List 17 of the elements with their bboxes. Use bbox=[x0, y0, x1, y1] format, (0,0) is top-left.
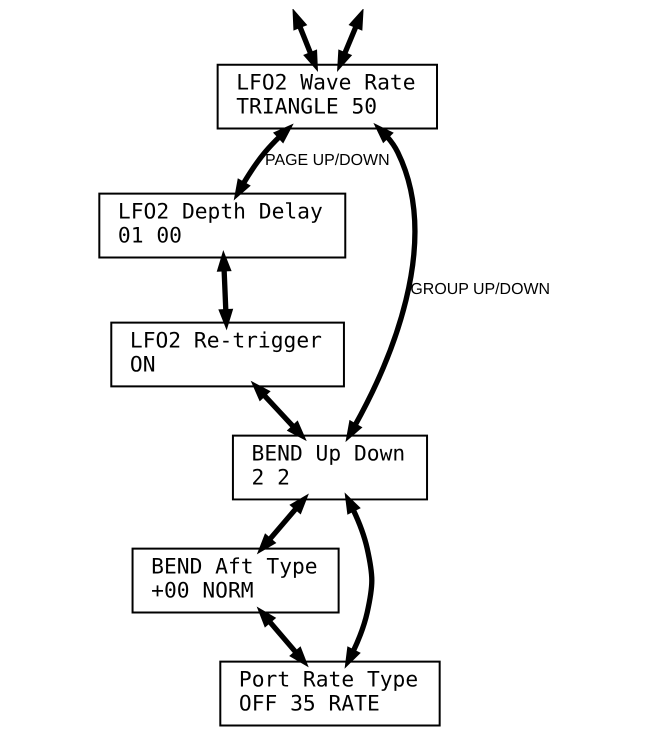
node-box: BEND Up Down 2 2 bbox=[232, 434, 428, 500]
node-box: LFO2 Re-trigger ON bbox=[110, 321, 345, 387]
edge-label: GROUP UP/DOWN bbox=[410, 280, 550, 298]
arrow bbox=[345, 122, 418, 442]
edge-label: PAGE UP/DOWN bbox=[265, 152, 390, 169]
arrow bbox=[292, 8, 318, 72]
arrow bbox=[344, 492, 374, 668]
arrow bbox=[216, 250, 234, 330]
node-box: Port Rate Type OFF 35 RATE bbox=[219, 660, 441, 726]
arrow bbox=[256, 606, 309, 667]
node-box: LFO2 Depth Delay 01 00 bbox=[98, 192, 346, 258]
arrow bbox=[256, 492, 309, 554]
arrow bbox=[337, 8, 364, 72]
node-box: BEND Aft Type +00 NORM bbox=[132, 547, 340, 613]
arrow bbox=[250, 380, 307, 441]
node-box: LFO2 Wave Rate TRIANGLE 50 bbox=[216, 63, 438, 129]
arrow bbox=[234, 123, 294, 200]
